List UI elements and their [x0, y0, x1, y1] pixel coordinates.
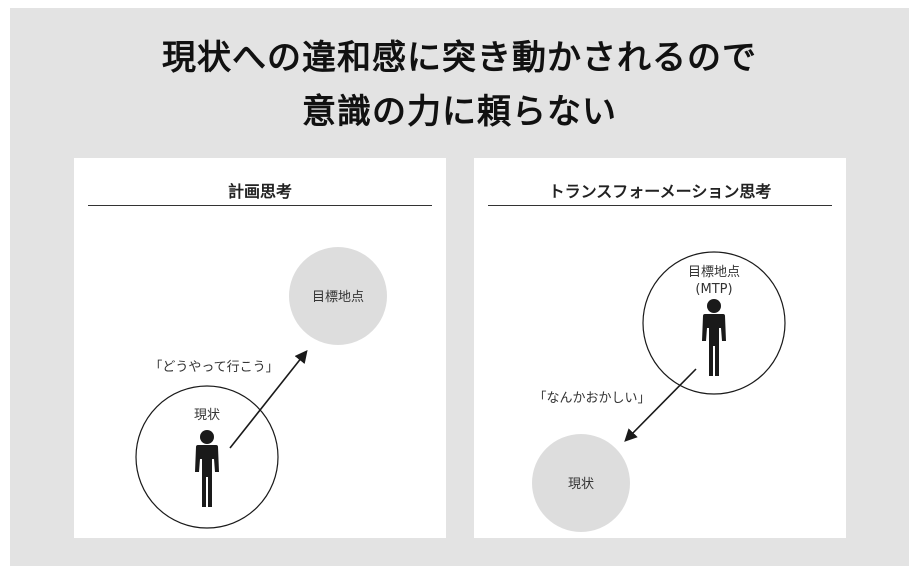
transformation-diagram: 目標地点 (MTP) 現状 「なんかおかしい」 [532, 251, 786, 532]
arrow-icon [229, 349, 308, 449]
current-label: 現状 [194, 408, 220, 423]
divider [88, 205, 432, 206]
quote-label: 「なんかおかしい」 [533, 391, 650, 406]
panel-title: 計画思考 [227, 182, 292, 201]
planning-diagram: 目標地点 現状 「どうやって行こう」 [135, 247, 387, 529]
person-icon [702, 299, 726, 376]
divider [488, 205, 832, 206]
arrow-icon [624, 368, 697, 442]
transformation-thinking-panel: トランスフォーメーション思考 目標地点 (MTP) 現状 「なんかおかしい」 [474, 158, 846, 538]
panel-title: トランスフォーメーション思考 [548, 182, 772, 201]
headline-line-1: 現状への違和感に突き動かされるので [162, 38, 757, 78]
goal-label-mtp: (MTP) [695, 282, 732, 297]
planning-thinking-panel: 計画思考 目標地点 現状 「どうやって行こう」 [74, 158, 446, 538]
current-label: 現状 [568, 477, 594, 492]
goal-label: 目標地点 [688, 265, 740, 280]
goal-circle [289, 247, 387, 345]
headline-line-2: 意識の力に頼らない [302, 92, 617, 132]
quote-label: 「どうやって行こう」 [149, 360, 278, 375]
goal-label: 目標地点 [312, 290, 364, 305]
current-circle [532, 434, 630, 532]
person-icon [195, 430, 219, 507]
